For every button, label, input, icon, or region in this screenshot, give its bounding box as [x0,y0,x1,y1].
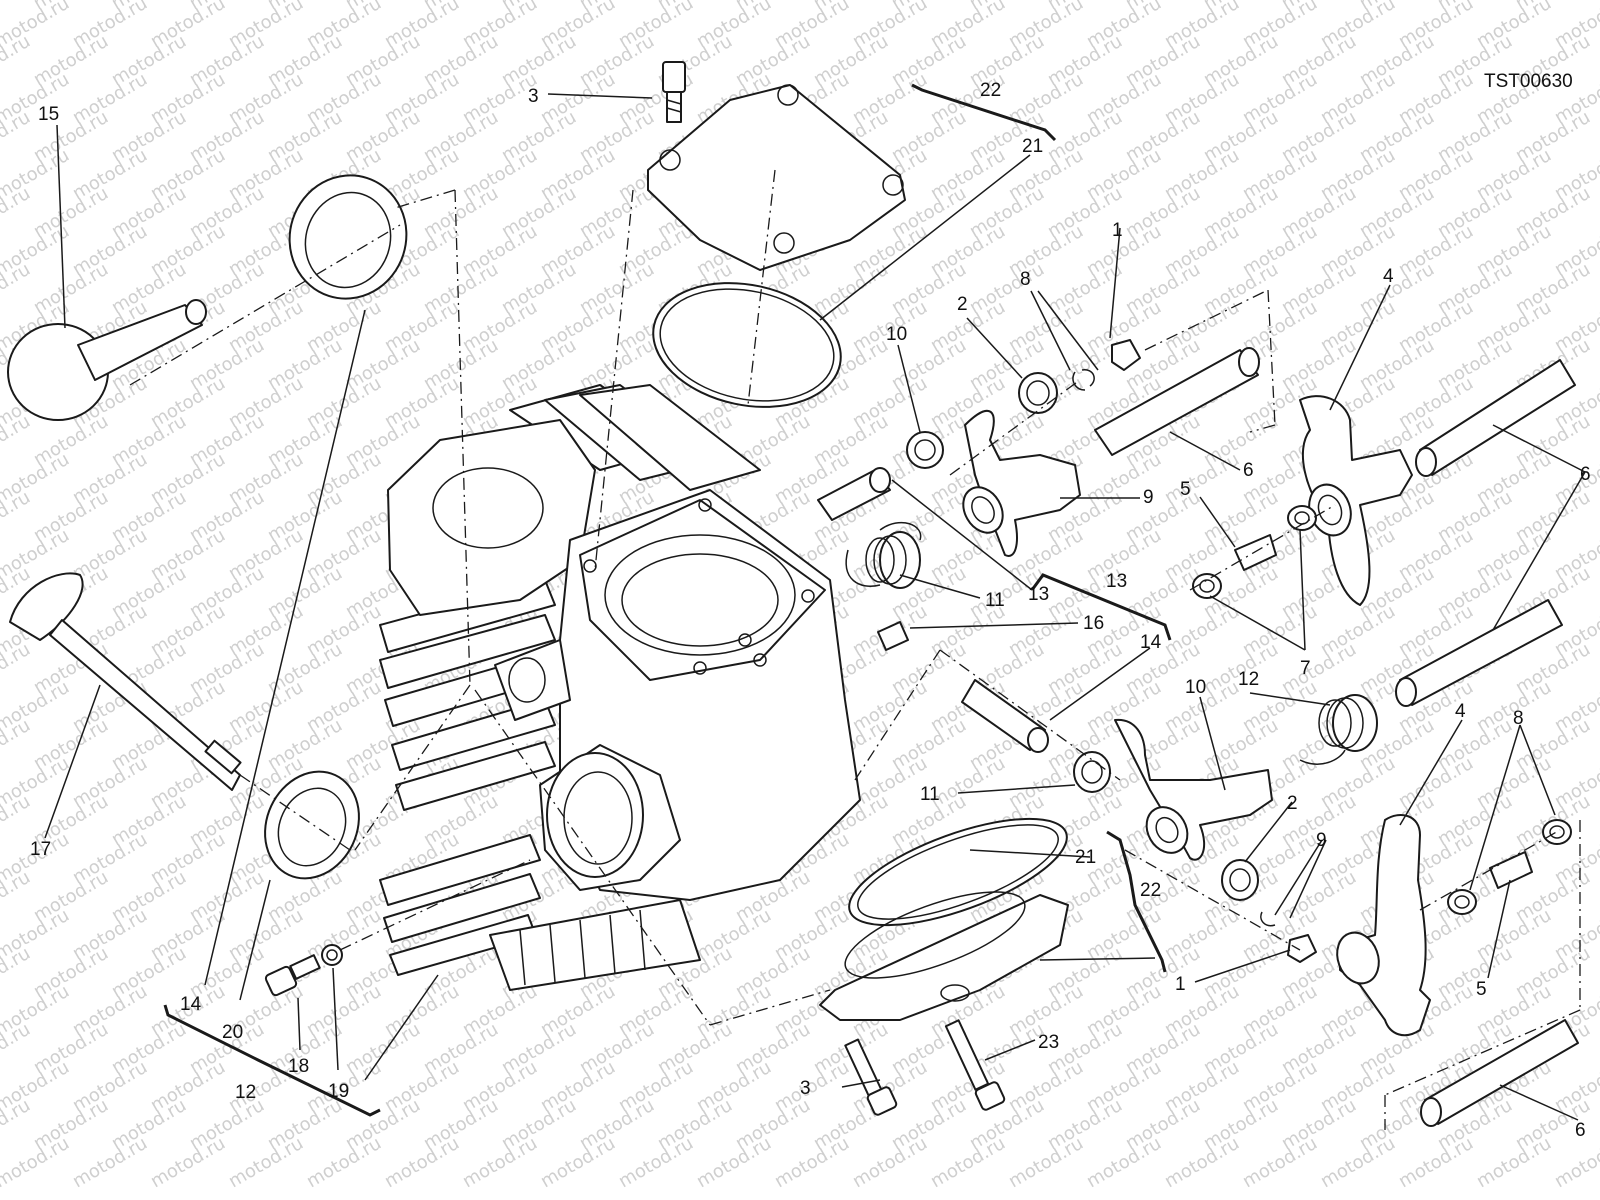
callout-13-lower: 14 [1140,632,1162,653]
lower-rocker-arm [1114,718,1273,861]
callout-8-lower: 9 [1316,830,1327,851]
callout-3-top: 3 [528,86,539,107]
upper-clip [1234,534,1277,571]
callout-12-right: 13 [1106,571,1127,592]
assembly-axis-lines [129,169,1581,1130]
drawing-code: TST00630 [1484,71,1573,92]
upper-shim-2 [1018,372,1058,414]
group-brackets [163,83,1172,1117]
upper-rocker-arm [962,409,1081,557]
leader-lines [44,93,1586,1121]
callout-17: 16 [1083,613,1104,634]
callout-10-top: 10 [886,324,907,345]
washer [321,944,343,966]
callout-11-lower: 12 [1238,669,1259,690]
callout-18: 18 [288,1056,309,1077]
callout-15: 15 [38,104,59,125]
lower-washer-b [1542,819,1572,845]
watermark-text: motod.ru [1317,1133,1399,1192]
head-bolt [264,954,321,997]
callout-labels: 3 15 22 21 1 8 2 10 4 6 6 9 5 11 13 13 7… [30,80,1591,1141]
watermark-text: motod.ru [69,1133,151,1192]
callout-6-lower: 6 [1575,1120,1586,1141]
watermark-text: motod.ru [1239,1133,1321,1192]
watermark-text: motod.ru [1083,1133,1165,1192]
lower-pin-13 [961,679,1046,751]
watermark-text: motod.ru [1005,1133,1087,1192]
callout-9-lower: 10 [1185,677,1206,698]
callout-6-right: 6 [1580,464,1591,485]
callout-8-top: 8 [1020,269,1031,290]
callout-4-top: 4 [1383,266,1394,287]
callout-5-top: 5 [1180,479,1191,500]
callout-16: 17 [30,839,51,860]
callout-6-mid: 6 [1243,460,1254,481]
lower-valve-cover [819,891,1069,1021]
upper-valve-cover [647,84,906,271]
callout-3-lower: 3 [800,1078,811,1099]
lower-washer-a [1447,889,1477,915]
exhaust-valve [9,572,242,791]
watermark-text: motod.ru [1395,1133,1477,1192]
lower-spring [1299,694,1378,765]
intake-valve-seat [288,174,408,300]
callout-14: 14 [180,994,202,1015]
upper-spring [845,521,922,589]
upper-washer-a [1192,573,1222,599]
watermark-text: motod.ru [927,1133,1009,1192]
watermark-text: motod.ru [1473,1133,1555,1192]
callout-4-lower: 4 [1455,701,1466,722]
lower-half-ring [1260,911,1276,927]
upper-cover-bolt [662,61,686,123]
cylinder-head [379,384,861,991]
callout-7-lower: 8 [1513,708,1524,729]
watermark-text: motod.ru [693,1133,775,1192]
watermark-text: motod.ru [147,1133,229,1192]
watermark-text: motod.ru [849,1133,931,1192]
callout-20: 20 [222,1022,243,1043]
callout-7-top: 7 [1300,658,1311,679]
watermark-text: motod.ru [537,1133,619,1192]
callout-21-lower: 21 [1075,847,1096,868]
callout-23: 23 [1038,1032,1059,1053]
callout-1-lower: 1 [1175,974,1186,995]
watermark-text: motod.ru [615,1133,697,1192]
watermark-text: motod.ru [1161,1133,1243,1192]
callout-12-left: 12 [235,1082,256,1103]
lower-shim-2 [1221,859,1259,901]
right-lower-rocker [1336,814,1431,1037]
callout-19: 19 [328,1081,349,1102]
callout-9-top: 9 [1143,487,1154,508]
watermark-text: motod.ru [303,1133,385,1192]
watermark-text: motod.ru [1551,1133,1600,1192]
upper-cap [1111,339,1141,371]
callout-21-top: 21 [1022,136,1043,157]
callout-13-top: 13 [1028,584,1049,605]
lower-shim-10 [1073,751,1111,793]
upper-shim-10 [906,431,944,469]
lower-o-ring [848,817,1068,927]
upper-rocker-shaft [1094,349,1259,456]
lower-cap [1287,934,1317,963]
upper-o-ring [652,282,842,408]
watermark-text: motod.ru [381,1133,463,1192]
callout-2-lower: 2 [1287,793,1298,814]
callout-5-lower: 5 [1476,979,1487,1000]
grub-screw [877,621,909,651]
watermark-text: motod.ru [771,1133,853,1192]
lower-cover-bolt-23 [944,1019,1006,1111]
callout-10-lower: 11 [920,784,940,805]
watermark-text: motod.ru [225,1133,307,1192]
intake-valve [7,299,207,421]
upper-washer-b [1287,505,1317,531]
watermark-text: motod.ru [459,1133,541,1192]
exhaust-valve-seat [264,770,360,880]
callout-22-lower: 22 [1140,880,1161,901]
callout-11-top: 11 [985,590,1005,611]
callout-1-top: 1 [1112,220,1123,241]
callout-2-top: 2 [957,294,968,315]
callout-22-top: 22 [980,80,1001,101]
